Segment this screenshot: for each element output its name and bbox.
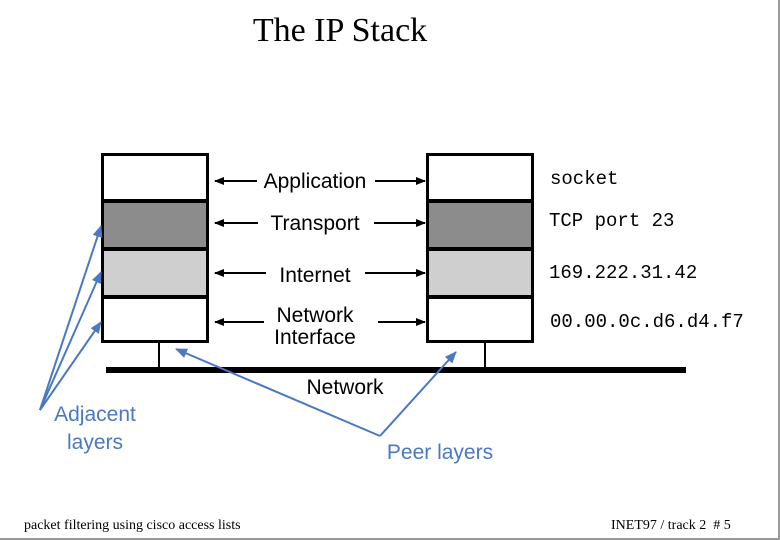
peer-value-ip-address: 169.222.31.42 bbox=[549, 262, 698, 284]
peer-pointer-left bbox=[175, 348, 381, 437]
left-stack-application bbox=[101, 153, 209, 202]
peer-pointer-right bbox=[379, 351, 457, 437]
footer-left: packet filtering using cisco access list… bbox=[24, 518, 241, 533]
layer-label-application: Application bbox=[263, 170, 367, 193]
adjacent-layers-label-line1: Adjacent bbox=[54, 403, 136, 426]
peer-value-tcp-port: TCP port 23 bbox=[549, 210, 675, 232]
layer-label-internet: Internet bbox=[279, 264, 351, 287]
adjacent-pointer-1 bbox=[39, 225, 103, 411]
left-stack-internet bbox=[101, 248, 209, 298]
adjacent-pointer-3 bbox=[39, 321, 102, 411]
adjacent-pointer-2 bbox=[39, 271, 102, 411]
adjacent-layers-label-line2: layers bbox=[66, 431, 124, 454]
layer-label-network-interface-line1: Network bbox=[276, 304, 354, 327]
left-stack-network-interface bbox=[101, 296, 209, 343]
peer-layers-label: Peer layers bbox=[386, 441, 494, 464]
peer-value-mac-address: 00.00.0c.d6.d4.f7 bbox=[550, 311, 744, 333]
right-stack-transport bbox=[426, 200, 534, 250]
right-stack-network-interface bbox=[426, 296, 534, 343]
footer-right: INET97 / track 2 # 5 bbox=[611, 518, 731, 533]
network-label: Network bbox=[306, 376, 384, 399]
right-stack-internet bbox=[426, 248, 534, 298]
layer-label-transport: Transport bbox=[270, 212, 360, 235]
layer-label-network-interface-line2: Interface bbox=[274, 326, 356, 349]
slide-title: The IP Stack bbox=[252, 12, 428, 49]
peer-value-socket: socket bbox=[550, 168, 619, 190]
